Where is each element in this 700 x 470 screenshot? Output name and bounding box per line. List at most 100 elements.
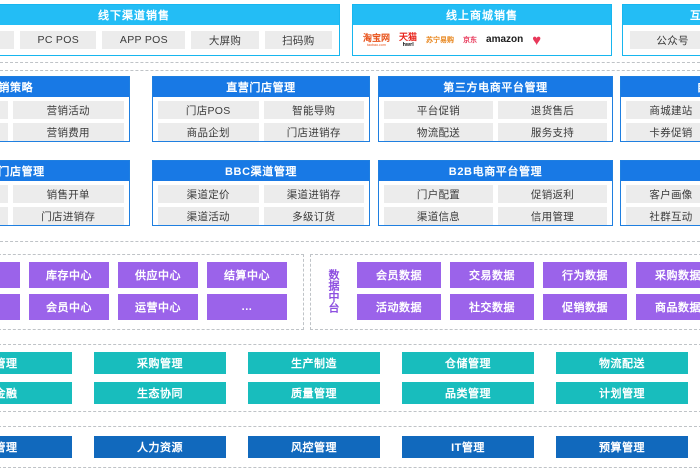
module-chip-smart-guide[interactable]: 智能导购 [263,101,364,119]
supply-chain-chip-category[interactable]: 品类管理 [402,382,534,404]
module-chip-clipped-a[interactable] [0,101,8,119]
channel-items-offline: 移动分销 PC POS APP POS 大屏购 扫码购 [0,25,339,55]
module-items-marketing-strategy: 营销活动 营销费用 [0,97,129,145]
supply-chain-chip-logistics[interactable]: 物流配送 [556,352,688,374]
module-chip-logistics-delivery[interactable]: 物流配送 [384,123,493,141]
module-bbc-channel-management: BBC渠道管理 渠道定价 渠道进销存 渠道活动 多级订货 [152,160,370,226]
separator-channels [0,62,700,63]
data-center-chip-product-data[interactable]: 商品数据 [636,294,700,320]
module-chip-community-interaction[interactable]: 社群互动 [626,207,700,225]
business-center-chip-operations[interactable]: 运营中心 [118,294,198,320]
supply-chain-chip-clipped-b[interactable]: 金融 [0,382,72,404]
supply-chain-chip-manufacturing[interactable]: 生产制造 [248,352,380,374]
module-chip-clipped-c[interactable] [0,185,8,203]
module-chip-product-planning[interactable]: 商品企划 [158,123,259,141]
module-chip-channel-activity[interactable]: 渠道活动 [158,207,259,225]
module-chip-store-inventory[interactable]: 门店进销存 [263,123,364,141]
jd-logo[interactable]: 京东 [463,36,478,44]
data-center-chip-transaction-data[interactable]: 交易数据 [450,262,534,288]
data-center-items: 会员数据 交易数据 行为数据 采购数据 活动数据 社交数据 促销数据 商品数据 [357,262,700,320]
business-center-dashed-frame [0,254,304,330]
module-chip-clipped-b[interactable] [0,123,8,141]
module-chip-sales-order[interactable]: 销售开单 [12,185,124,203]
module-chip-channel-info[interactable]: 渠道信息 [384,207,493,225]
module-title-own-ecommerce: 自有电商 [621,77,700,97]
support-items: 管理 人力资源 风控管理 IT管理 预算管理 [0,436,688,458]
business-center-chip-inventory[interactable]: 库存中心 [29,262,109,288]
channel-title-online-mall: 线上商城销售 [353,5,611,25]
module-chip-customer-profile[interactable]: 客户画像 [626,185,700,203]
business-center-chip-supply[interactable]: 供应中心 [118,262,198,288]
support-chip-risk-control[interactable]: 风控管理 [248,436,380,458]
supply-chain-chip-quality[interactable]: 质量管理 [248,382,380,404]
data-center-dashed-frame [310,254,700,330]
module-chip-marketing-campaign[interactable]: 营销活动 [12,101,124,119]
support-chip-it[interactable]: IT管理 [402,436,534,458]
suning-logo[interactable]: 苏宁易购 [426,36,455,44]
channel-panel-online-mall: 线上商城销售 淘宝网 taobao.com 天猫 hwrl 苏宁易购 京东 am… [352,4,612,56]
module-chip-store-inventory-2[interactable]: 门店进销存 [12,207,124,225]
module-items-third-party: 平台促销 退货售后 物流配送 服务支持 [379,97,612,145]
module-items-b2b: 门户配置 促销返利 渠道信息 信用管理 [379,181,612,229]
module-chip-platform-promotion[interactable]: 平台促销 [384,101,493,119]
channel-chip-official-account[interactable]: 公众号 [630,31,700,49]
support-chip-budget[interactable]: 预算管理 [556,436,688,458]
module-title-member: 会员 [621,161,700,181]
module-items-bbc-channel: 渠道定价 渠道进销存 渠道活动 多级订货 [153,181,369,229]
data-center-chip-member-data[interactable]: 会员数据 [357,262,441,288]
data-center-chip-activity-data[interactable]: 活动数据 [357,294,441,320]
supply-chain-chip-planning[interactable]: 计划管理 [556,382,688,404]
module-title-marketing-strategy: 营销策略 [0,77,129,97]
channel-title-internet: 互联 [623,5,700,25]
supply-chain-chip-clipped-a[interactable]: 管理 [0,352,72,374]
business-center-chip-clipped-b[interactable] [0,294,20,320]
module-chip-multilevel-ordering[interactable]: 多级订货 [263,207,364,225]
supply-chain-chip-warehouse[interactable]: 仓储管理 [402,352,534,374]
module-title-third-party: 第三方电商平台管理 [379,77,612,97]
business-center-chip-more[interactable]: ... [207,294,287,320]
module-chip-portal-config[interactable]: 门户配置 [384,185,493,203]
module-own-ecommerce: 自有电商 商城建站 卡券促销 [620,76,700,142]
heart-logo[interactable]: ♥ [532,31,542,49]
channel-chip-scan-buy[interactable]: 扫码购 [264,31,332,49]
business-center-chip-clipped-a[interactable] [0,262,20,288]
data-center-chip-procurement-data[interactable]: 采购数据 [636,262,700,288]
module-chip-coupon-promotion[interactable]: 卡券促销 [626,123,700,141]
business-center-chip-settlement[interactable]: 结算中心 [207,262,287,288]
module-chip-promotion-rebate[interactable]: 促销返利 [498,185,607,203]
channel-chip-pc-pos[interactable]: PC POS [20,31,97,49]
data-center-chip-social-data[interactable]: 社交数据 [450,294,534,320]
module-items-distribution-store: 销售开单 门店进销存 [0,181,129,229]
front-office-dashed-frame [0,70,700,242]
module-title-distribution-store: 分销门店管理 [0,161,129,181]
supply-chain-chip-procurement[interactable]: 采购管理 [94,352,226,374]
module-chip-mall-build[interactable]: 商城建站 [626,101,700,119]
business-center-chip-member[interactable]: 会员中心 [29,294,109,320]
support-chip-clipped[interactable]: 管理 [0,436,72,458]
module-chip-channel-pricing[interactable]: 渠道定价 [158,185,259,203]
channel-chip-bigscreen-buy[interactable]: 大屏购 [191,31,259,49]
channel-logos: 淘宝网 taobao.com 天猫 hwrl 苏宁易购 京东 amazon ♥ [353,25,611,55]
amazon-logo[interactable]: amazon [486,34,524,45]
module-chip-channel-inventory[interactable]: 渠道进销存 [263,185,364,203]
module-chip-return-aftersales[interactable]: 退货售后 [498,101,607,119]
channel-chip-app-pos[interactable]: APP POS [102,31,186,49]
module-chip-marketing-expense[interactable]: 营销费用 [12,123,124,141]
module-chip-credit-management[interactable]: 信用管理 [498,207,607,225]
module-items-own-ecommerce: 商城建站 卡券促销 [621,97,700,145]
module-member-management: 会员 客户画像 社群互动 [620,160,700,226]
module-chip-clipped-d[interactable] [0,207,8,225]
channel-panel-internet: 互联 公众号 [622,4,700,56]
data-center-chip-behavior-data[interactable]: 行为数据 [543,262,627,288]
tmall-logo[interactable]: 天猫 hwrl [399,31,418,48]
module-title-direct-store: 直营门店管理 [153,77,369,97]
supply-chain-chip-eco-collab[interactable]: 生态协同 [94,382,226,404]
support-chip-hr[interactable]: 人力资源 [94,436,226,458]
module-items-member: 客户画像 社群互动 [621,181,700,229]
channel-chip-mobile-distribution[interactable]: 移动分销 [0,31,15,49]
module-chip-service-support[interactable]: 服务支持 [498,123,607,141]
module-chip-store-pos[interactable]: 门店POS [158,101,259,119]
taobao-logo[interactable]: 淘宝网 taobao.com [363,32,391,47]
data-center-chip-promotion-data[interactable]: 促销数据 [543,294,627,320]
